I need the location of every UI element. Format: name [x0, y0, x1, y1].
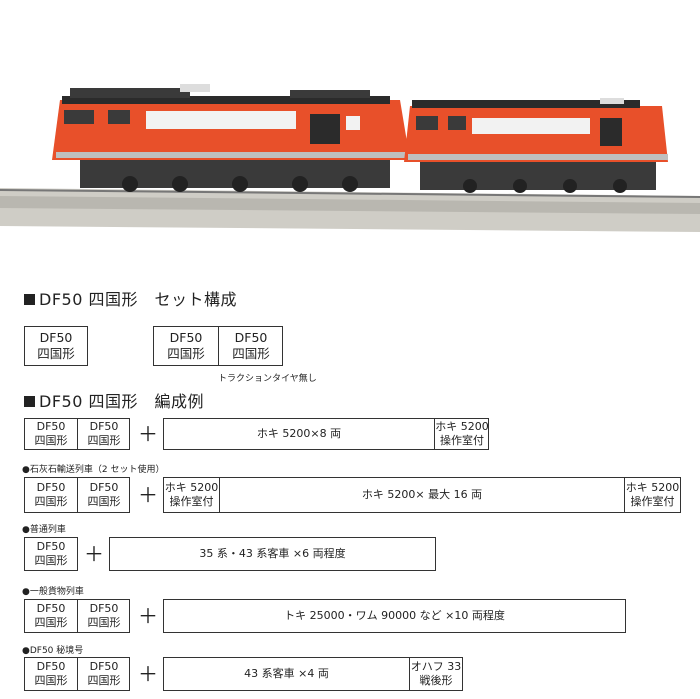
unit-type: 四国形: [34, 554, 68, 567]
divider: [77, 600, 78, 632]
unit-type: 四国形: [34, 434, 68, 447]
car-start-note: 操作室付: [169, 495, 214, 508]
car-group-box: トキ 25000・ワム 90000 など ×10 両程度: [163, 599, 626, 633]
set-composition-title: DF50 四国形 セット構成: [39, 290, 237, 309]
unit-type: 四国形: [34, 495, 68, 508]
unit-type: 四国形: [34, 674, 68, 687]
unit-model: DF50: [36, 481, 66, 494]
car-start-model: ホキ 5200: [164, 481, 219, 494]
car-main: 43 系客車 ×4 両: [164, 658, 409, 690]
square-bullet-icon: [24, 396, 35, 407]
divider: [77, 478, 78, 512]
locomotive-1: [52, 84, 410, 192]
formation-caption: ●DF50 秘境号: [22, 646, 84, 656]
unit-model: DF50: [234, 330, 268, 345]
set-composition-heading: DF50 四国形 セット構成: [24, 286, 237, 310]
unit-type: 四国形: [167, 346, 205, 361]
divider: [409, 658, 410, 690]
unit-type: 四国形: [87, 495, 121, 508]
unit-box-single: DF50 四国形: [24, 326, 88, 366]
car-end-note: 操作室付: [440, 434, 484, 447]
unit-type: 四国形: [87, 434, 121, 447]
unit-model: DF50: [36, 602, 66, 615]
locomotive-2: [404, 98, 668, 193]
plus-sign: ＋: [84, 542, 104, 566]
car-main-label: ホキ 5200× 最大 16 両: [361, 488, 483, 501]
unit-model: DF50: [169, 330, 203, 345]
unit-type: 四国形: [34, 616, 68, 629]
formation-caption: ●普通列車: [22, 525, 66, 535]
square-bullet-icon: [24, 294, 35, 305]
divider: [434, 419, 435, 449]
plus-sign: ＋: [138, 604, 158, 628]
unit-type: 四国形: [87, 616, 121, 629]
unit-cell: DF50 四国形: [154, 327, 218, 365]
car-main-label: トキ 25000・ワム 90000 など ×10 両程度: [284, 609, 505, 622]
divider: [219, 478, 220, 512]
unit-type: 四国形: [232, 346, 270, 361]
unit-model: DF50: [36, 540, 66, 553]
plus-sign: ＋: [138, 483, 158, 507]
unit-type: 四国形: [37, 346, 75, 361]
divider: [77, 658, 78, 690]
car-group-box: 35 系・43 系客車 ×6 両程度: [109, 537, 436, 571]
unit-box-pair: DF50 四国形 DF50 四国形: [153, 326, 283, 366]
unit-type: 四国形: [87, 674, 121, 687]
car-end-note: 戦後形: [419, 674, 453, 687]
traction-tire-note: トラクションタイヤ無し: [218, 374, 317, 384]
car-main-label: 43 系客車 ×4 両: [244, 667, 329, 680]
formation-caption: ●一般貨物列車: [22, 587, 84, 597]
unit-model: DF50: [36, 660, 66, 673]
formation-heading: DF50 四国形 編成例: [24, 388, 204, 412]
unit-model: DF50: [89, 602, 119, 615]
car-end-note: 操作室付: [630, 495, 675, 508]
unit-model: DF50: [89, 481, 119, 494]
car-main-label: 35 系・43 系客車 ×6 両程度: [199, 547, 346, 560]
car-end-model: ホキ 5200: [625, 481, 680, 494]
product-photo: [0, 0, 700, 240]
divider: [77, 419, 78, 449]
locomotive-illustration: [0, 84, 700, 232]
unit-model: DF50: [89, 420, 119, 433]
divider: [218, 327, 219, 365]
unit-cell: DF50 四国形: [219, 327, 283, 365]
car-main: ホキ 5200× 最大 16 両: [220, 478, 624, 512]
car-end-model: オハフ 33: [410, 660, 462, 673]
plus-sign: ＋: [138, 662, 158, 686]
car-end-model: ホキ 5200: [435, 420, 489, 433]
car-main-label: ホキ 5200×8 両: [256, 427, 342, 440]
formation-title: DF50 四国形 編成例: [39, 392, 204, 411]
car-main: ホキ 5200×8 両: [164, 419, 434, 449]
unit-model: DF50: [39, 330, 73, 345]
unit-model: DF50: [89, 660, 119, 673]
plus-sign: ＋: [138, 422, 158, 446]
divider: [624, 478, 625, 512]
formation-caption: ●石灰石輸送列車（2 セット使用）: [22, 465, 165, 475]
unit-model: DF50: [36, 420, 66, 433]
